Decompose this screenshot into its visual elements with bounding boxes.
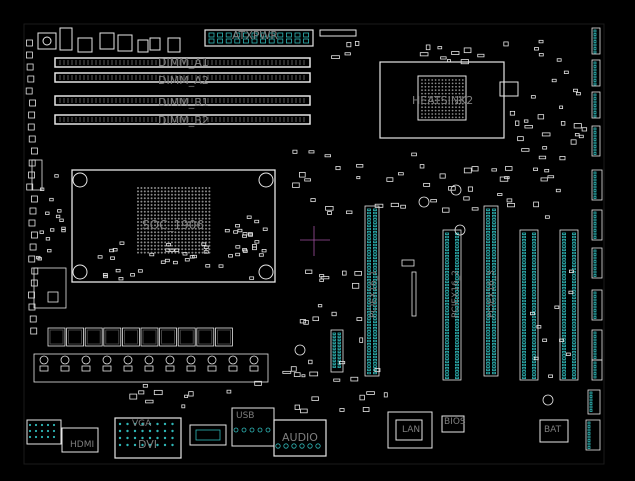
pcie-slot-group bbox=[330, 205, 579, 381]
top-left-connectors bbox=[37, 27, 357, 53]
left-edge-components bbox=[25, 39, 67, 335]
dimm-slot-group bbox=[54, 57, 311, 125]
smd-components bbox=[129, 41, 588, 414]
rear-io bbox=[26, 407, 569, 459]
dimm-slot-b2 bbox=[54, 114, 311, 125]
soc-package bbox=[71, 169, 276, 283]
board-outline bbox=[23, 23, 605, 465]
dimm-slot-a2 bbox=[54, 72, 311, 83]
right-edge-components bbox=[530, 27, 603, 451]
dimm-slot-b1 bbox=[54, 95, 311, 106]
chipset-heatsink bbox=[379, 61, 519, 139]
atx-power-connector bbox=[204, 29, 314, 47]
dimm-slot-a1 bbox=[54, 57, 311, 68]
vrm-inductor-row bbox=[33, 327, 269, 383]
